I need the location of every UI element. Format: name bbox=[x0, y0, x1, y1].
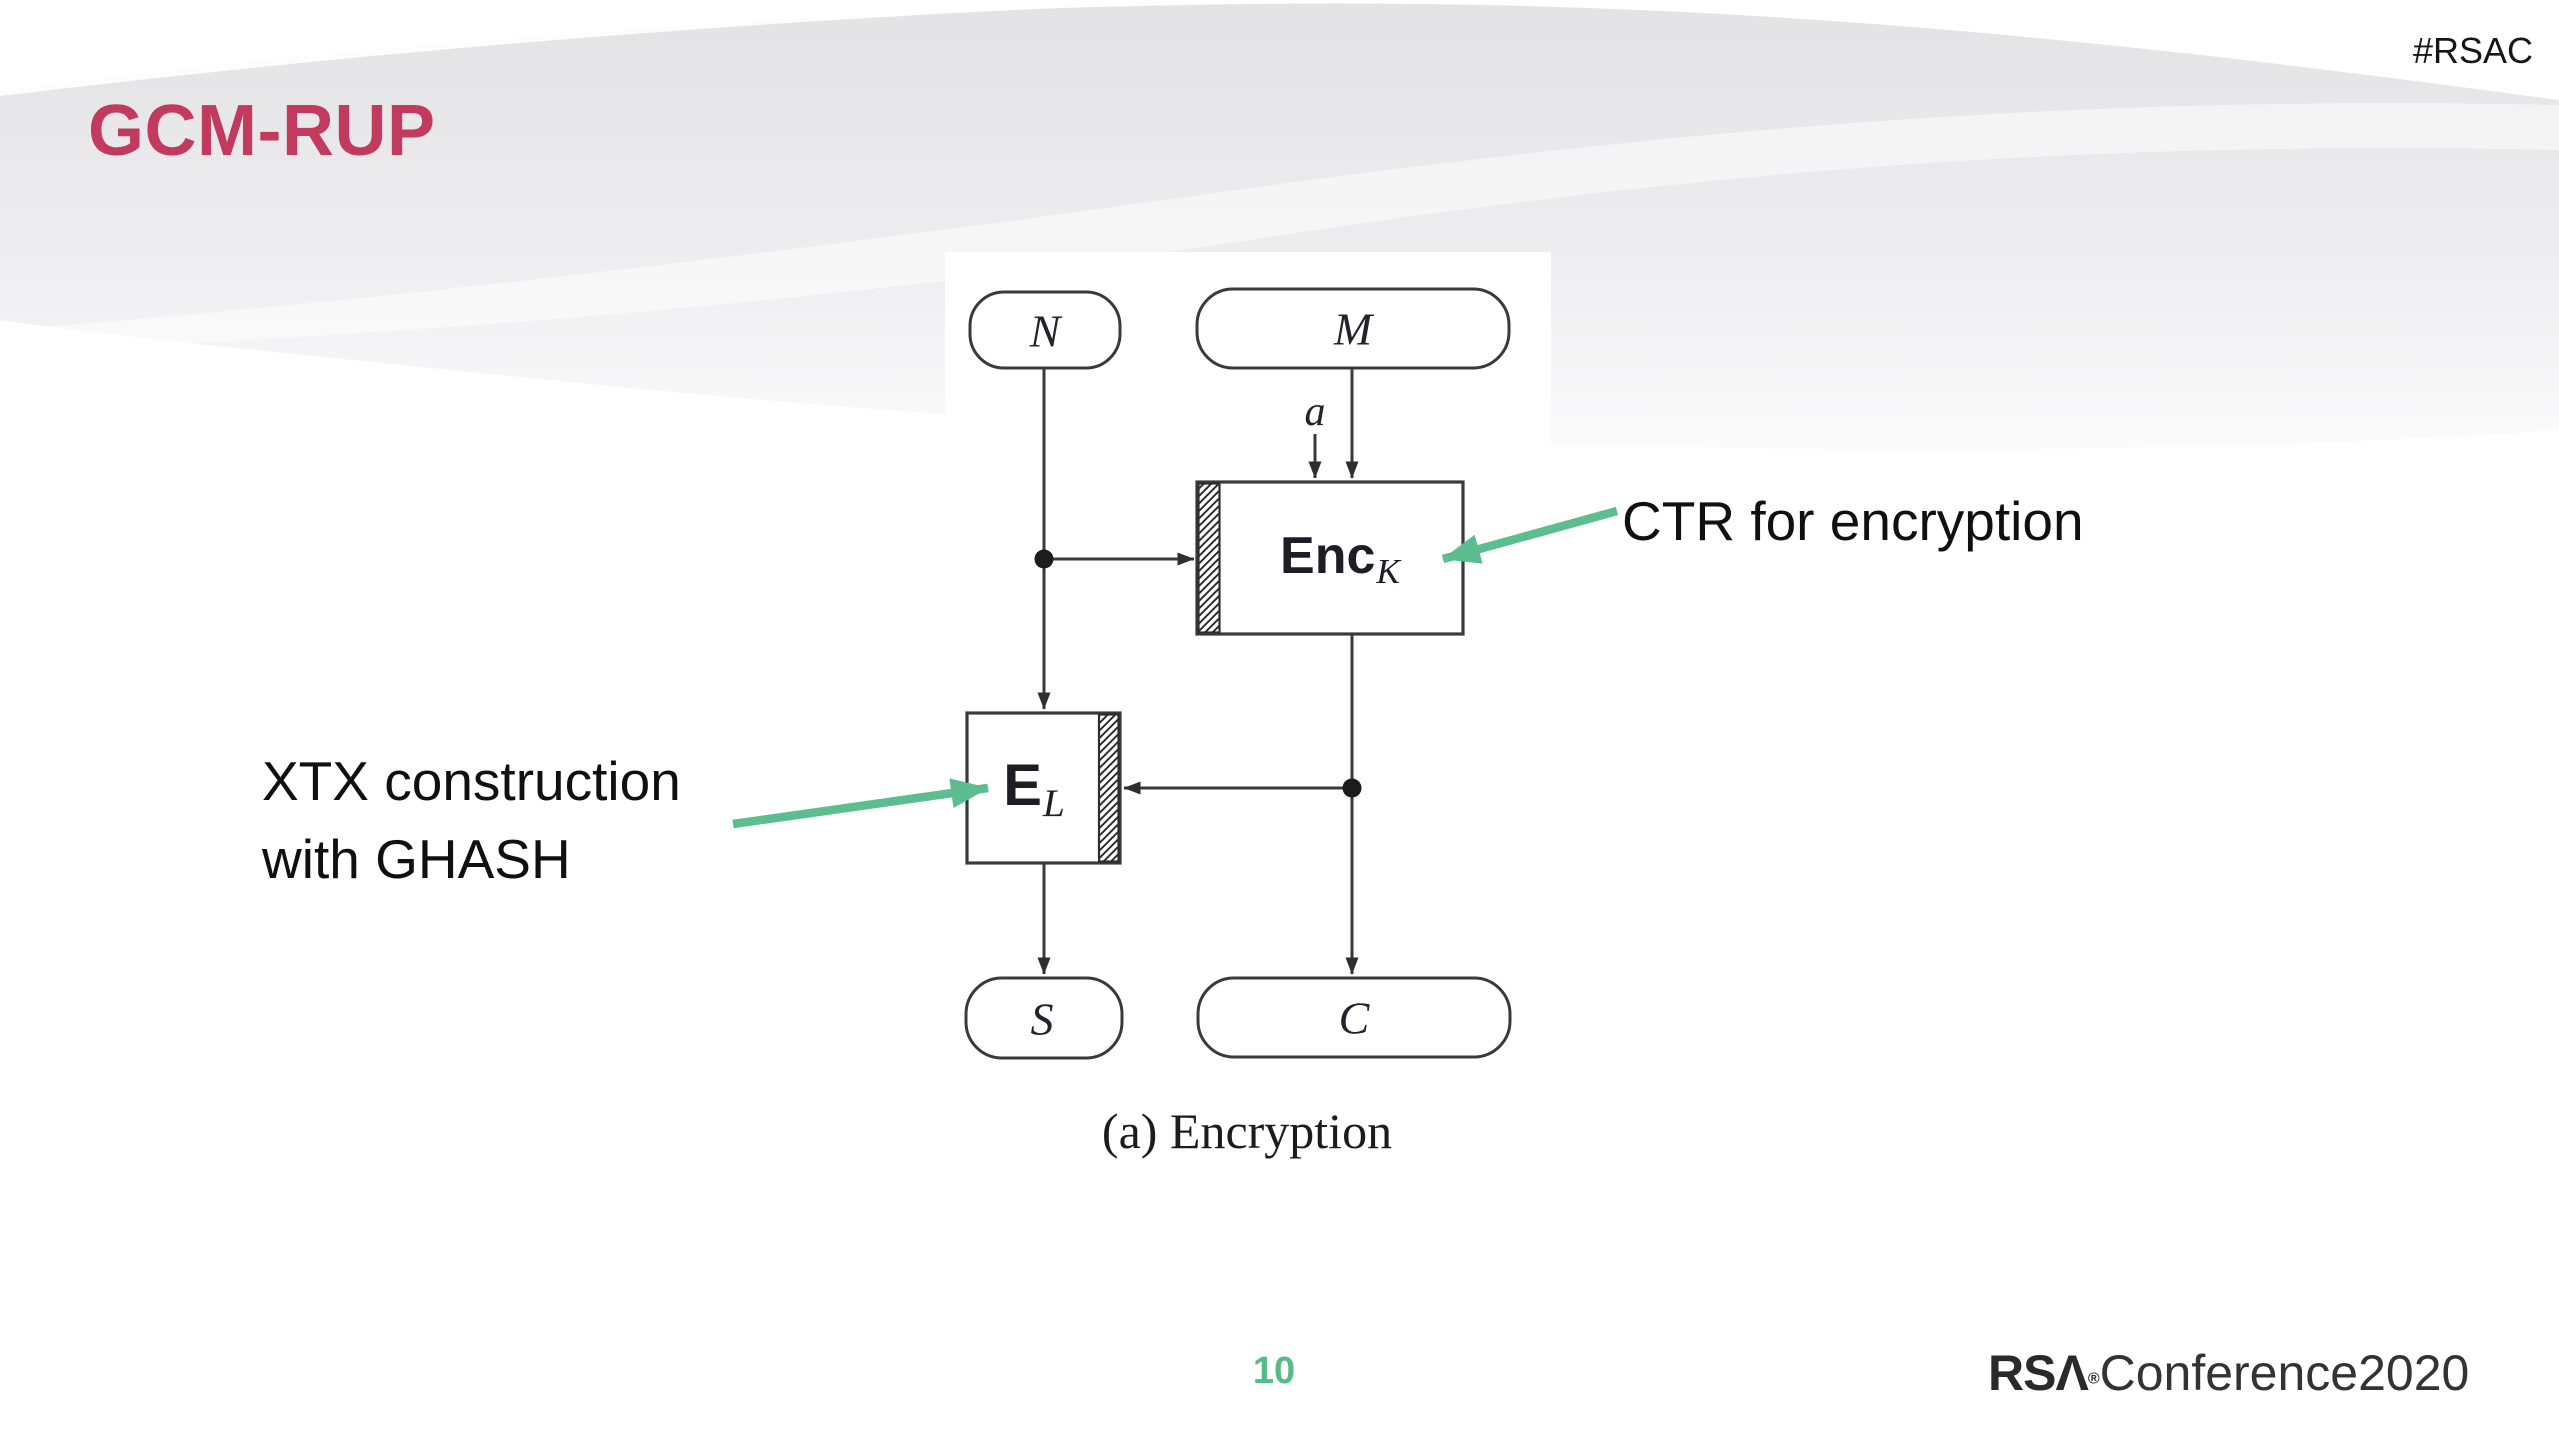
junction-dot-c bbox=[1342, 778, 1362, 798]
enc-block-hatch bbox=[1197, 482, 1221, 634]
node-n-label: N bbox=[1029, 305, 1061, 357]
el-block-label-main: E bbox=[1003, 752, 1042, 818]
junction-dot-n bbox=[1034, 549, 1054, 569]
logo-brand: RSΛ bbox=[1988, 1345, 2089, 1401]
diagram-caption: (a) Encryption bbox=[1101, 1103, 1393, 1159]
conference-hashtag: #RSAC bbox=[2412, 30, 2533, 71]
xtx-annotation: XTX construction with GHASH bbox=[262, 742, 681, 898]
ctr-annotation: CTR for encryption bbox=[1622, 490, 2084, 552]
node-s-label: S bbox=[1030, 993, 1054, 1045]
ctr-callout-arrow bbox=[1441, 506, 1619, 564]
xtx-annotation-line2: with GHASH bbox=[262, 828, 571, 891]
node-m-box bbox=[1195, 287, 1511, 370]
el-block-label: EL bbox=[1003, 752, 1065, 826]
node-n-box bbox=[968, 290, 1122, 370]
swoosh-white-right bbox=[1550, 0, 2559, 96]
node-s-box bbox=[964, 976, 1124, 1060]
xtx-annotation-line1: XTX construction bbox=[262, 750, 681, 812]
node-c-box bbox=[1196, 976, 1512, 1059]
el-block bbox=[965, 711, 1122, 865]
logo-registered-mark: ® bbox=[2087, 1370, 2100, 1388]
logo-suffix: Conference2020 bbox=[2099, 1345, 2470, 1401]
node-c-label: C bbox=[1338, 992, 1370, 1044]
enc-block-label: EncK bbox=[1280, 526, 1400, 592]
enc-block bbox=[1195, 480, 1465, 636]
swoosh-white-streak bbox=[0, 103, 2559, 352]
el-block-hatch bbox=[1097, 713, 1120, 863]
el-block-label-sub: L bbox=[1042, 781, 1065, 826]
node-m-label: M bbox=[1333, 303, 1373, 355]
page-number: 10 bbox=[1252, 1350, 1296, 1392]
enc-block-label-sub: K bbox=[1376, 550, 1400, 591]
swoosh-white-left bbox=[0, 0, 1250, 96]
swoosh-background bbox=[0, 0, 2559, 450]
slide-title: GCM-RUP bbox=[88, 91, 436, 171]
label-a: a bbox=[1304, 389, 1326, 435]
rsa-conference-logo: RSΛ®Conference2020 bbox=[1988, 1344, 2469, 1402]
enc-block-label-main: Enc bbox=[1280, 527, 1376, 586]
xtx-callout-arrow bbox=[732, 778, 989, 829]
